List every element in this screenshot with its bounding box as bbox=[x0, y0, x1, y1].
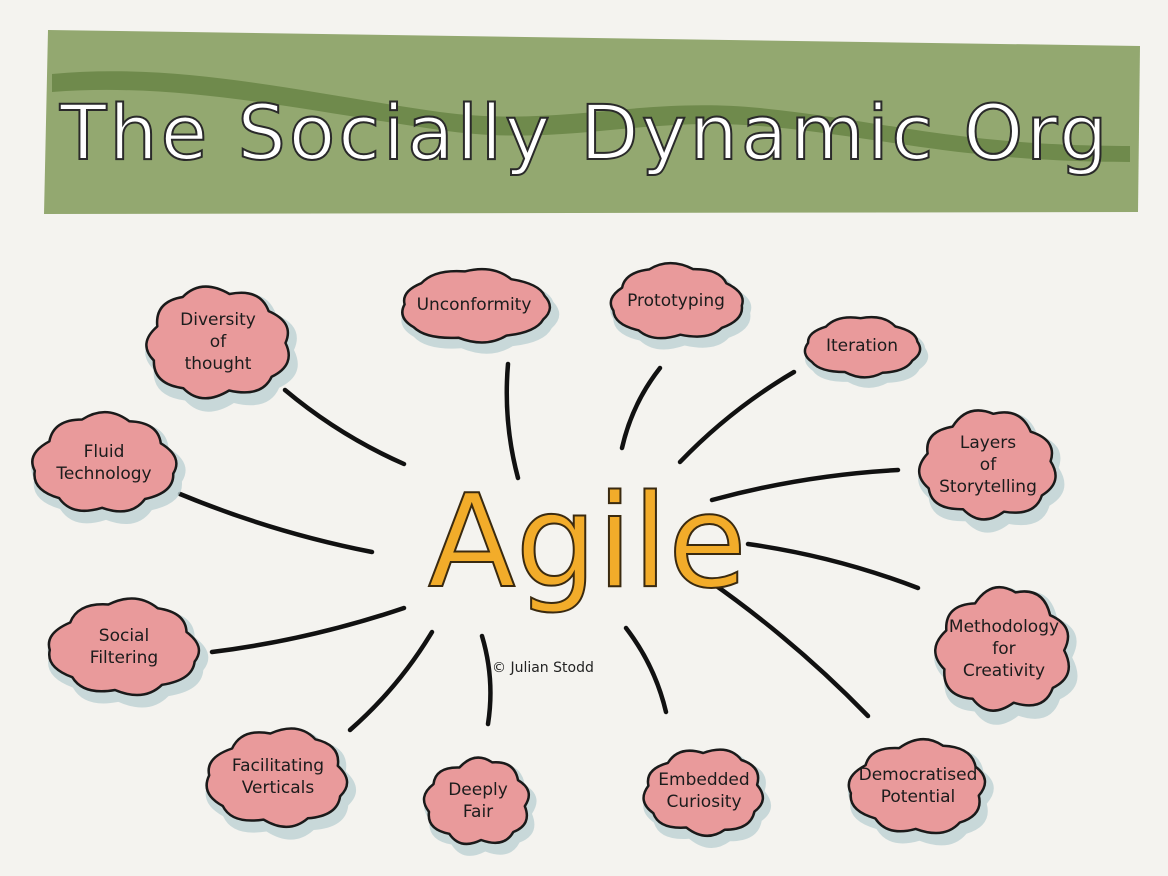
cloud-label-line: of bbox=[979, 455, 997, 475]
connector-embedded-curiosity bbox=[623, 625, 669, 715]
cloud-fluid-technology bbox=[31, 410, 186, 525]
cloud-shape bbox=[642, 748, 765, 838]
cloud-label-unconformity: Unconformity bbox=[400, 271, 548, 339]
cloud-diversity-of-thought bbox=[145, 285, 298, 412]
cloud-shape bbox=[205, 727, 349, 829]
cloud-embedded-curiosity bbox=[642, 748, 772, 849]
cloud-label-line: Storytelling bbox=[939, 477, 1037, 497]
cloud-shape bbox=[401, 267, 552, 344]
cloud-iteration bbox=[803, 315, 929, 388]
cloud-social-filtering bbox=[47, 597, 209, 708]
connector-methodology-for-creativity bbox=[745, 541, 921, 591]
cloud-label-line: thought bbox=[184, 354, 252, 374]
cloud-label-line: for bbox=[992, 639, 1016, 659]
cloud-label-line: Technology bbox=[56, 464, 152, 484]
connector-layers-of-storytelling bbox=[709, 467, 901, 503]
cloud-shape bbox=[917, 409, 1057, 521]
cloud-label-line: Creativity bbox=[962, 661, 1046, 681]
cloud-label-line: of bbox=[209, 332, 227, 352]
connectors bbox=[177, 361, 921, 733]
cloud-prototyping bbox=[609, 261, 752, 350]
cloud-facilitating-verticals bbox=[205, 727, 357, 840]
connector-diversity-of-thought bbox=[282, 387, 407, 467]
connector-facilitating-verticals bbox=[347, 629, 435, 733]
connector-iteration bbox=[677, 369, 797, 465]
cloud-label-line: Methodology bbox=[948, 617, 1060, 637]
central-concept: Agile bbox=[427, 467, 748, 618]
banner-streak bbox=[52, 71, 1130, 162]
cloud-deeply-fair bbox=[422, 756, 537, 856]
cloud-label-line: Diversity bbox=[180, 310, 256, 330]
connector-social-filtering bbox=[209, 605, 407, 655]
cloud-unconformity bbox=[401, 267, 560, 354]
cloud-shape bbox=[145, 285, 290, 400]
concept-clouds bbox=[31, 261, 1078, 856]
author-credit: © Julian Stodd bbox=[492, 660, 594, 676]
connector-fluid-technology bbox=[177, 491, 375, 555]
cloud-label-line: Democratised bbox=[858, 765, 978, 785]
cloud-label-line: Layers bbox=[959, 433, 1017, 453]
cloud-label-line: Facilitating bbox=[231, 756, 325, 776]
connector-democratised-potential bbox=[705, 577, 871, 719]
cloud-shape bbox=[934, 585, 1071, 712]
cloud-label-line: Filtering bbox=[89, 648, 159, 668]
cloud-label-line: Prototyping bbox=[627, 291, 725, 311]
connector-prototyping bbox=[619, 365, 663, 451]
cloud-label-line: Fluid bbox=[83, 442, 125, 462]
connector-unconformity bbox=[504, 361, 521, 481]
cloud-shape bbox=[31, 410, 178, 513]
cloud-label-line: Deeply bbox=[448, 780, 508, 800]
cloud-layers-of-storytelling bbox=[917, 409, 1065, 533]
diagram-title: The Socially Dynamic Org bbox=[59, 87, 1111, 178]
cloud-shape bbox=[847, 737, 987, 835]
cloud-label-line: Fair bbox=[462, 802, 494, 822]
cloud-label-line: Iteration bbox=[825, 336, 899, 356]
connector-deeply-fair bbox=[479, 633, 493, 727]
cloud-democratised-potential bbox=[847, 737, 994, 846]
cloud-label-prototyping: Prototyping bbox=[612, 266, 740, 336]
cloud-label-line: Verticals bbox=[241, 778, 315, 798]
cloud-shape bbox=[803, 315, 922, 379]
cloud-label-line: Potential bbox=[880, 787, 956, 807]
cloud-label-line: Curiosity bbox=[666, 792, 742, 812]
cloud-methodology-for-creativity bbox=[934, 585, 1078, 725]
cloud-label-line: Unconformity bbox=[416, 295, 532, 315]
cloud-shape bbox=[609, 261, 744, 340]
cloud-shape bbox=[47, 597, 201, 697]
cloud-label-line: Social bbox=[98, 626, 150, 646]
cloud-label-iteration: Iteration bbox=[806, 319, 918, 373]
cloud-label-line: Embedded bbox=[658, 770, 750, 790]
title-banner bbox=[44, 30, 1140, 214]
cloud-shape bbox=[422, 756, 531, 846]
